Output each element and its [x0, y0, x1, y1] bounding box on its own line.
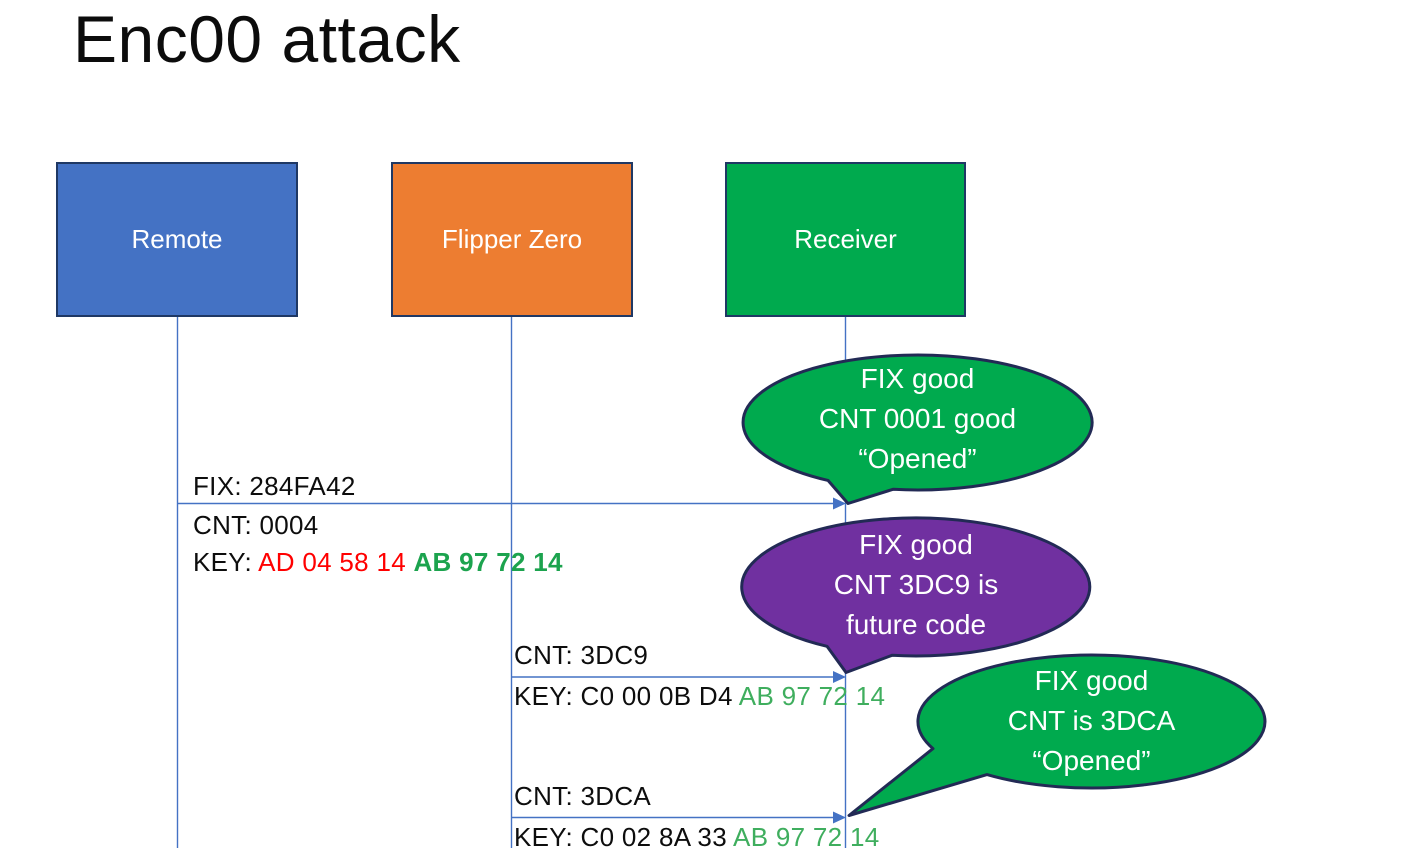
- message1-fix-label: FIX: 284FA42: [193, 471, 356, 501]
- message3-key-label: KEY: C0 02 8A 33 AB 97 72 14: [514, 824, 879, 851]
- message1-arrowhead-icon: [833, 497, 846, 510]
- callout-2-line3: future code: [845, 609, 987, 640]
- message1-key-label: KEY: AD 04 58 14 AB 97 72 14: [193, 549, 563, 576]
- remote-box: [56, 162, 298, 317]
- callout-3-line2: CNT is 3DCA: [1007, 705, 1176, 736]
- page-title: Enc00 attack: [73, 2, 461, 76]
- receiver-box: [725, 162, 966, 317]
- message1-key-green-bytes: AB 97 72 14: [413, 547, 563, 577]
- callout-3-line3: “Opened”: [1032, 745, 1151, 776]
- message3-key-green-bytes: AB 97 72 14: [733, 822, 880, 852]
- message1-cnt-label: CNT: 0004: [193, 510, 319, 540]
- message2-key-prefix: KEY: C0 00 0B D4: [514, 681, 739, 711]
- message1-key-prefix: KEY:: [193, 547, 259, 577]
- callout-2-bubble: [740, 516, 1092, 674]
- callout-2-line2: CNT 3DC9 is: [833, 569, 999, 600]
- message3-key-prefix: KEY: C0 02 8A 33: [514, 822, 734, 852]
- flipper-zero-box-label: Flipper Zero: [441, 224, 583, 254]
- callout-1-line2: CNT 0001 good: [818, 403, 1017, 434]
- remote-box-label: Remote: [131, 224, 223, 254]
- message1-key-red-bytes: AD 04 58 14: [258, 547, 414, 577]
- callout-1-line1: FIX good: [860, 363, 975, 394]
- callout-3-text: FIX good CNT is 3DCA “Opened”: [918, 661, 1265, 781]
- flipper-zero-box: [391, 162, 633, 317]
- callout-3-bubble: [847, 653, 1267, 817]
- message2-key-green-bytes: AB 97 72 14: [738, 681, 886, 711]
- message2-key-label: KEY: C0 00 0B D4 AB 97 72 14: [514, 683, 885, 710]
- callout-1-line3: “Opened”: [858, 443, 977, 474]
- callout-2-line1: FIX good: [859, 529, 973, 560]
- message3-arrowhead-icon: [833, 811, 846, 824]
- callout-2-text: FIX good CNT 3DC9 is future code: [742, 525, 1090, 645]
- callout-3-line1: FIX good: [1034, 665, 1149, 696]
- message2-arrowhead-icon: [833, 671, 846, 683]
- message2-cnt-label: CNT: 3DC9: [514, 640, 649, 670]
- callout-1-bubble: [741, 353, 1094, 505]
- receiver-box-label: Receiver: [794, 224, 897, 254]
- message3-cnt-label: CNT: 3DCA: [514, 781, 652, 811]
- callout-1-text: FIX good CNT 0001 good “Opened”: [743, 359, 1092, 479]
